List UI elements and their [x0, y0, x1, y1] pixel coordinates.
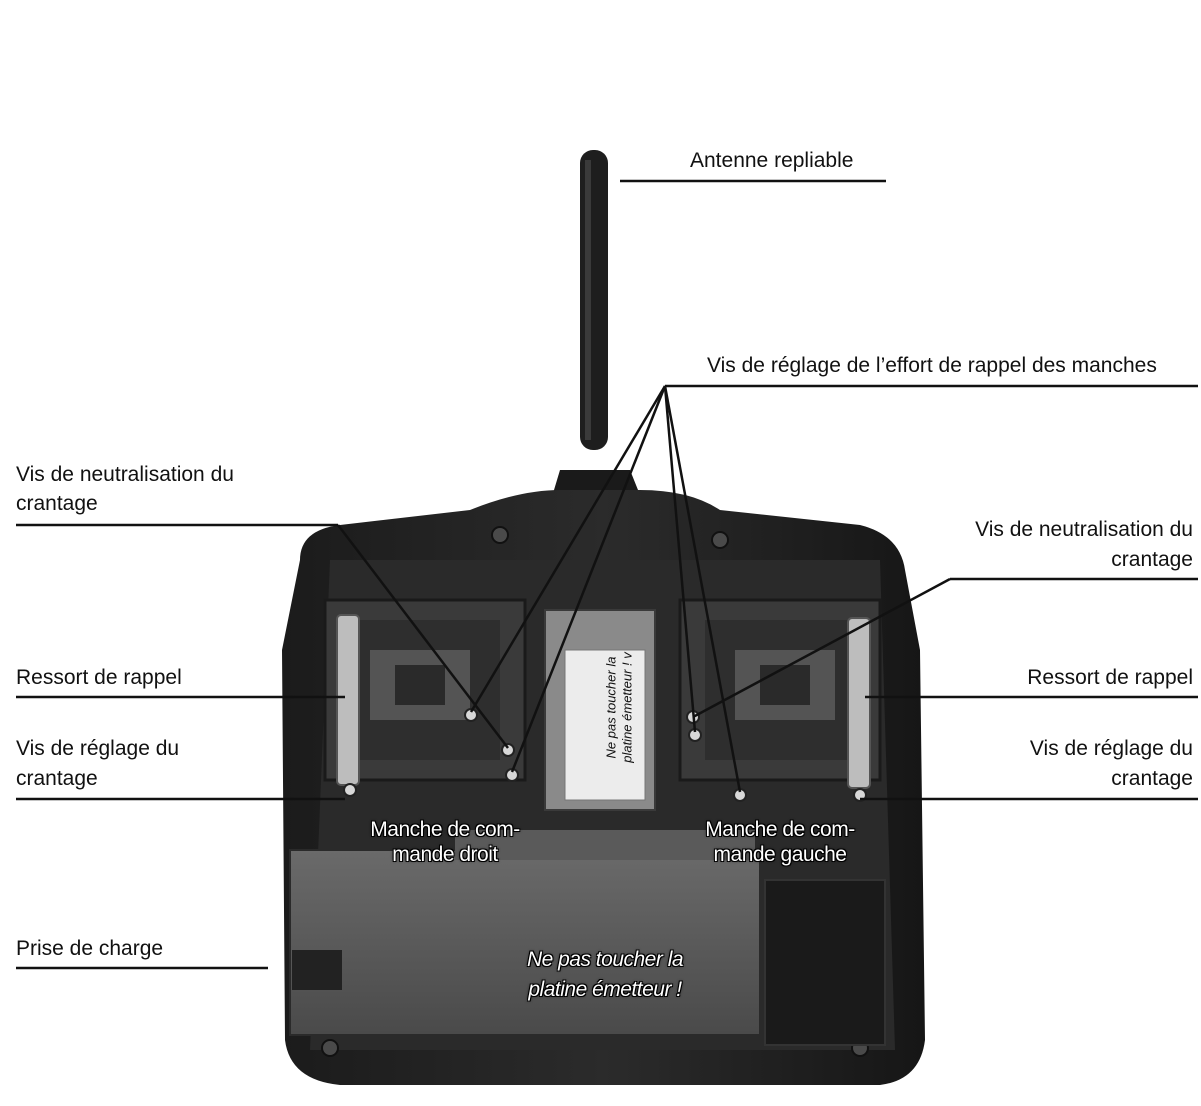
label-neutral-right-line2: crantage	[1111, 548, 1193, 571]
label-spring-adjust-screws: Vis de réglage de l’effort de rappel des…	[707, 354, 1157, 377]
label-charge-socket: Prise de charge	[16, 937, 164, 960]
label-neutral-left-line1: Vis de neutralisation du	[16, 463, 234, 486]
label-antenna: Antenne repliable	[690, 149, 854, 172]
right-gimbal	[678, 598, 882, 782]
label-ratchet-right-line2: crantage	[1111, 767, 1193, 790]
label-module-warning-line2: platine émetteur ! v	[619, 652, 635, 763]
label-stick-left-line2: mande gauche	[713, 843, 847, 866]
leader-lines	[16, 179, 1198, 970]
right-spring	[847, 617, 871, 789]
label-ratchet-left-line2: crantage	[16, 767, 98, 790]
label-spring-left: Ressort de rappel	[16, 666, 182, 689]
label-module-warning-line1: Ne pas toucher la	[603, 656, 619, 759]
label-board-warning-line1: Ne pas toucher la	[526, 948, 684, 971]
label-neutral-right-line1: Vis de neutralisation du	[975, 518, 1193, 541]
main-pcb	[289, 830, 761, 1036]
label-ratchet-right-line1: Vis de réglage du	[1029, 737, 1193, 760]
label-ratchet-left-line1: Vis de réglage du	[16, 737, 180, 760]
label-stick-left-line1: Manche de com-	[705, 818, 855, 841]
case-screws	[321, 526, 869, 1057]
rf-module	[544, 609, 656, 811]
label-neutral-left-line2: crantage	[16, 492, 98, 515]
label-stick-right-line1: Manche de com-	[370, 818, 520, 841]
label-board-warning-line2: platine émetteur !	[528, 978, 682, 1001]
label-spring-right: Ressort de rappel	[1027, 666, 1193, 689]
battery-compartment	[764, 879, 886, 1046]
left-spring	[336, 614, 360, 786]
label-stick-right-line2: mande droit	[392, 843, 498, 866]
